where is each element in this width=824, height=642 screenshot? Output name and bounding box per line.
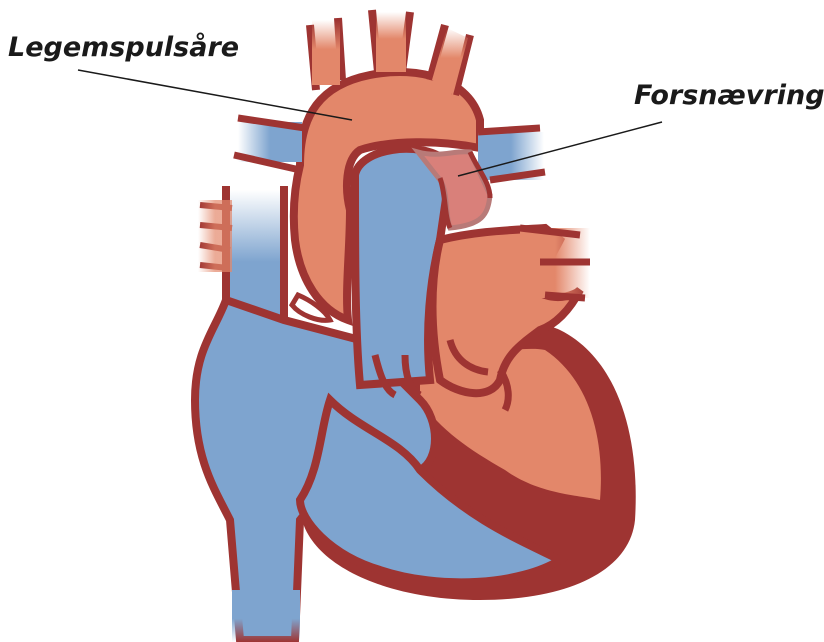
label-aorta: Legemspulsåre bbox=[8, 32, 239, 63]
label-coarctation: Forsnævring bbox=[634, 80, 824, 111]
